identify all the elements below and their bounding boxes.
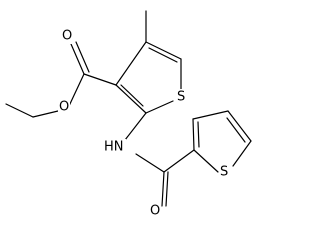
bond-c3-ccarb — [83, 73, 117, 86]
bond-oester-ch2 — [32, 110, 59, 118]
bond-c2-c3 — [115, 84, 147, 114]
bond-c4p-c5p — [227, 110, 252, 142]
atom-o-amide: O — [150, 204, 160, 219]
atom-o-ester: O — [59, 100, 69, 115]
bond-c3-c4 — [115, 41, 147, 86]
bond-c5p-s2 — [232, 140, 252, 167]
structure-canvas: S O O HN O S — [5, 10, 252, 219]
bond-c3p-c4p — [192, 110, 229, 120]
bond-ccarb-ocarb-1 — [70, 43, 85, 75]
bond-c2p-c3p-inner — [197, 121, 200, 148]
bond-c2-c3-inner — [120, 84, 144, 107]
bond-ccarb-oester — [68, 73, 85, 107]
bond-c4-c5-inner — [148, 47, 178, 63]
bond-c2-n — [124, 112, 147, 141]
bond-s1-c2 — [145, 100, 174, 114]
bond-c4p-c5p-inner — [226, 117, 246, 143]
bond-ccarb-ocarb-2 — [75, 41, 90, 73]
bond-s2-c2p — [193, 149, 219, 173]
bond-c4-c5 — [145, 41, 182, 60]
atom-labels: S O O HN O S — [58, 28, 231, 219]
molecule-structure: S O O HN O S — [5, 10, 252, 219]
bond-camide-oamide-2 — [165, 171, 169, 207]
bond-n-camide — [135, 153, 165, 173]
bond-camide-oamide-1 — [161, 171, 165, 207]
atom-nh: HN — [104, 140, 124, 155]
atom-o-carbonyl: O — [62, 29, 72, 44]
bond-ch2-ch3 — [5, 103, 34, 118]
bonds — [5, 10, 252, 207]
atom-s2: S — [220, 165, 228, 180]
bond-camide-c2p — [163, 149, 195, 173]
bond-c2p-c3p — [192, 118, 195, 151]
atom-s1: S — [177, 90, 185, 105]
